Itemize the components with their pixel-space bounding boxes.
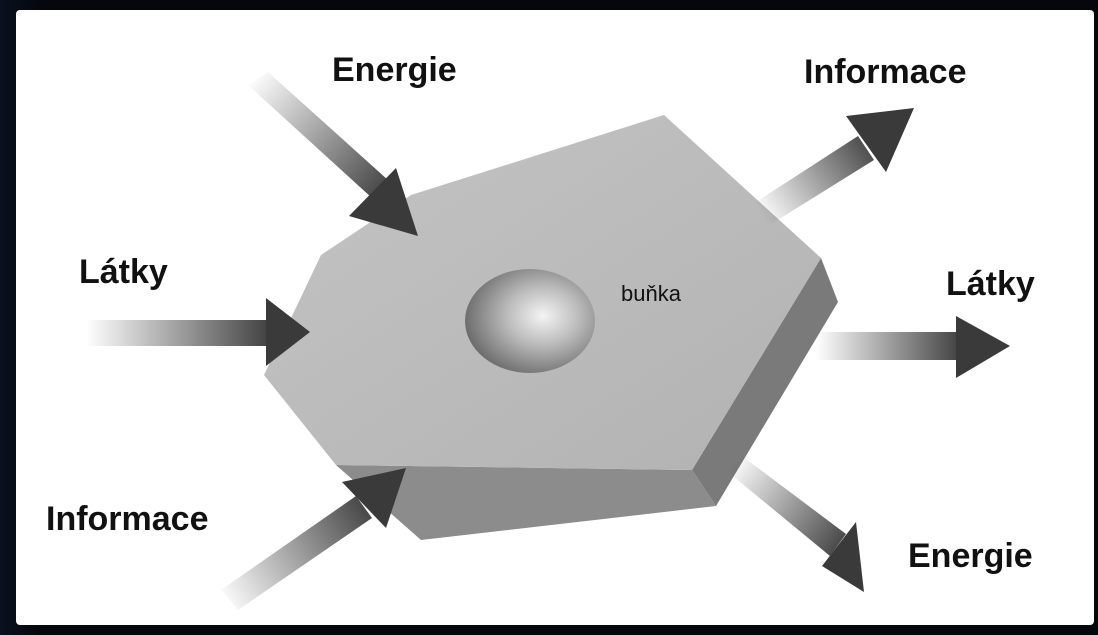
cell-exchange-diagram: buňka (16, 10, 1094, 625)
label-energy-out: Energie (908, 537, 1033, 575)
diagram-canvas: buňka (16, 10, 1094, 625)
label-substances-in: Látky (79, 253, 168, 291)
arrow-information-out (756, 108, 914, 226)
label-substances-out: Látky (946, 265, 1035, 303)
label-information-out: Informace (804, 53, 967, 91)
label-energy-in: Energie (332, 51, 457, 89)
arrow-information-in (221, 468, 406, 610)
nucleus (465, 269, 595, 373)
cell-label: buňka (621, 281, 682, 306)
arrow-energy-out (728, 456, 864, 592)
label-information-in: Informace (46, 500, 209, 538)
arrow-substances-in (86, 298, 310, 366)
arrow-substances-out (814, 316, 1010, 378)
arrow-energy-in (248, 72, 418, 236)
